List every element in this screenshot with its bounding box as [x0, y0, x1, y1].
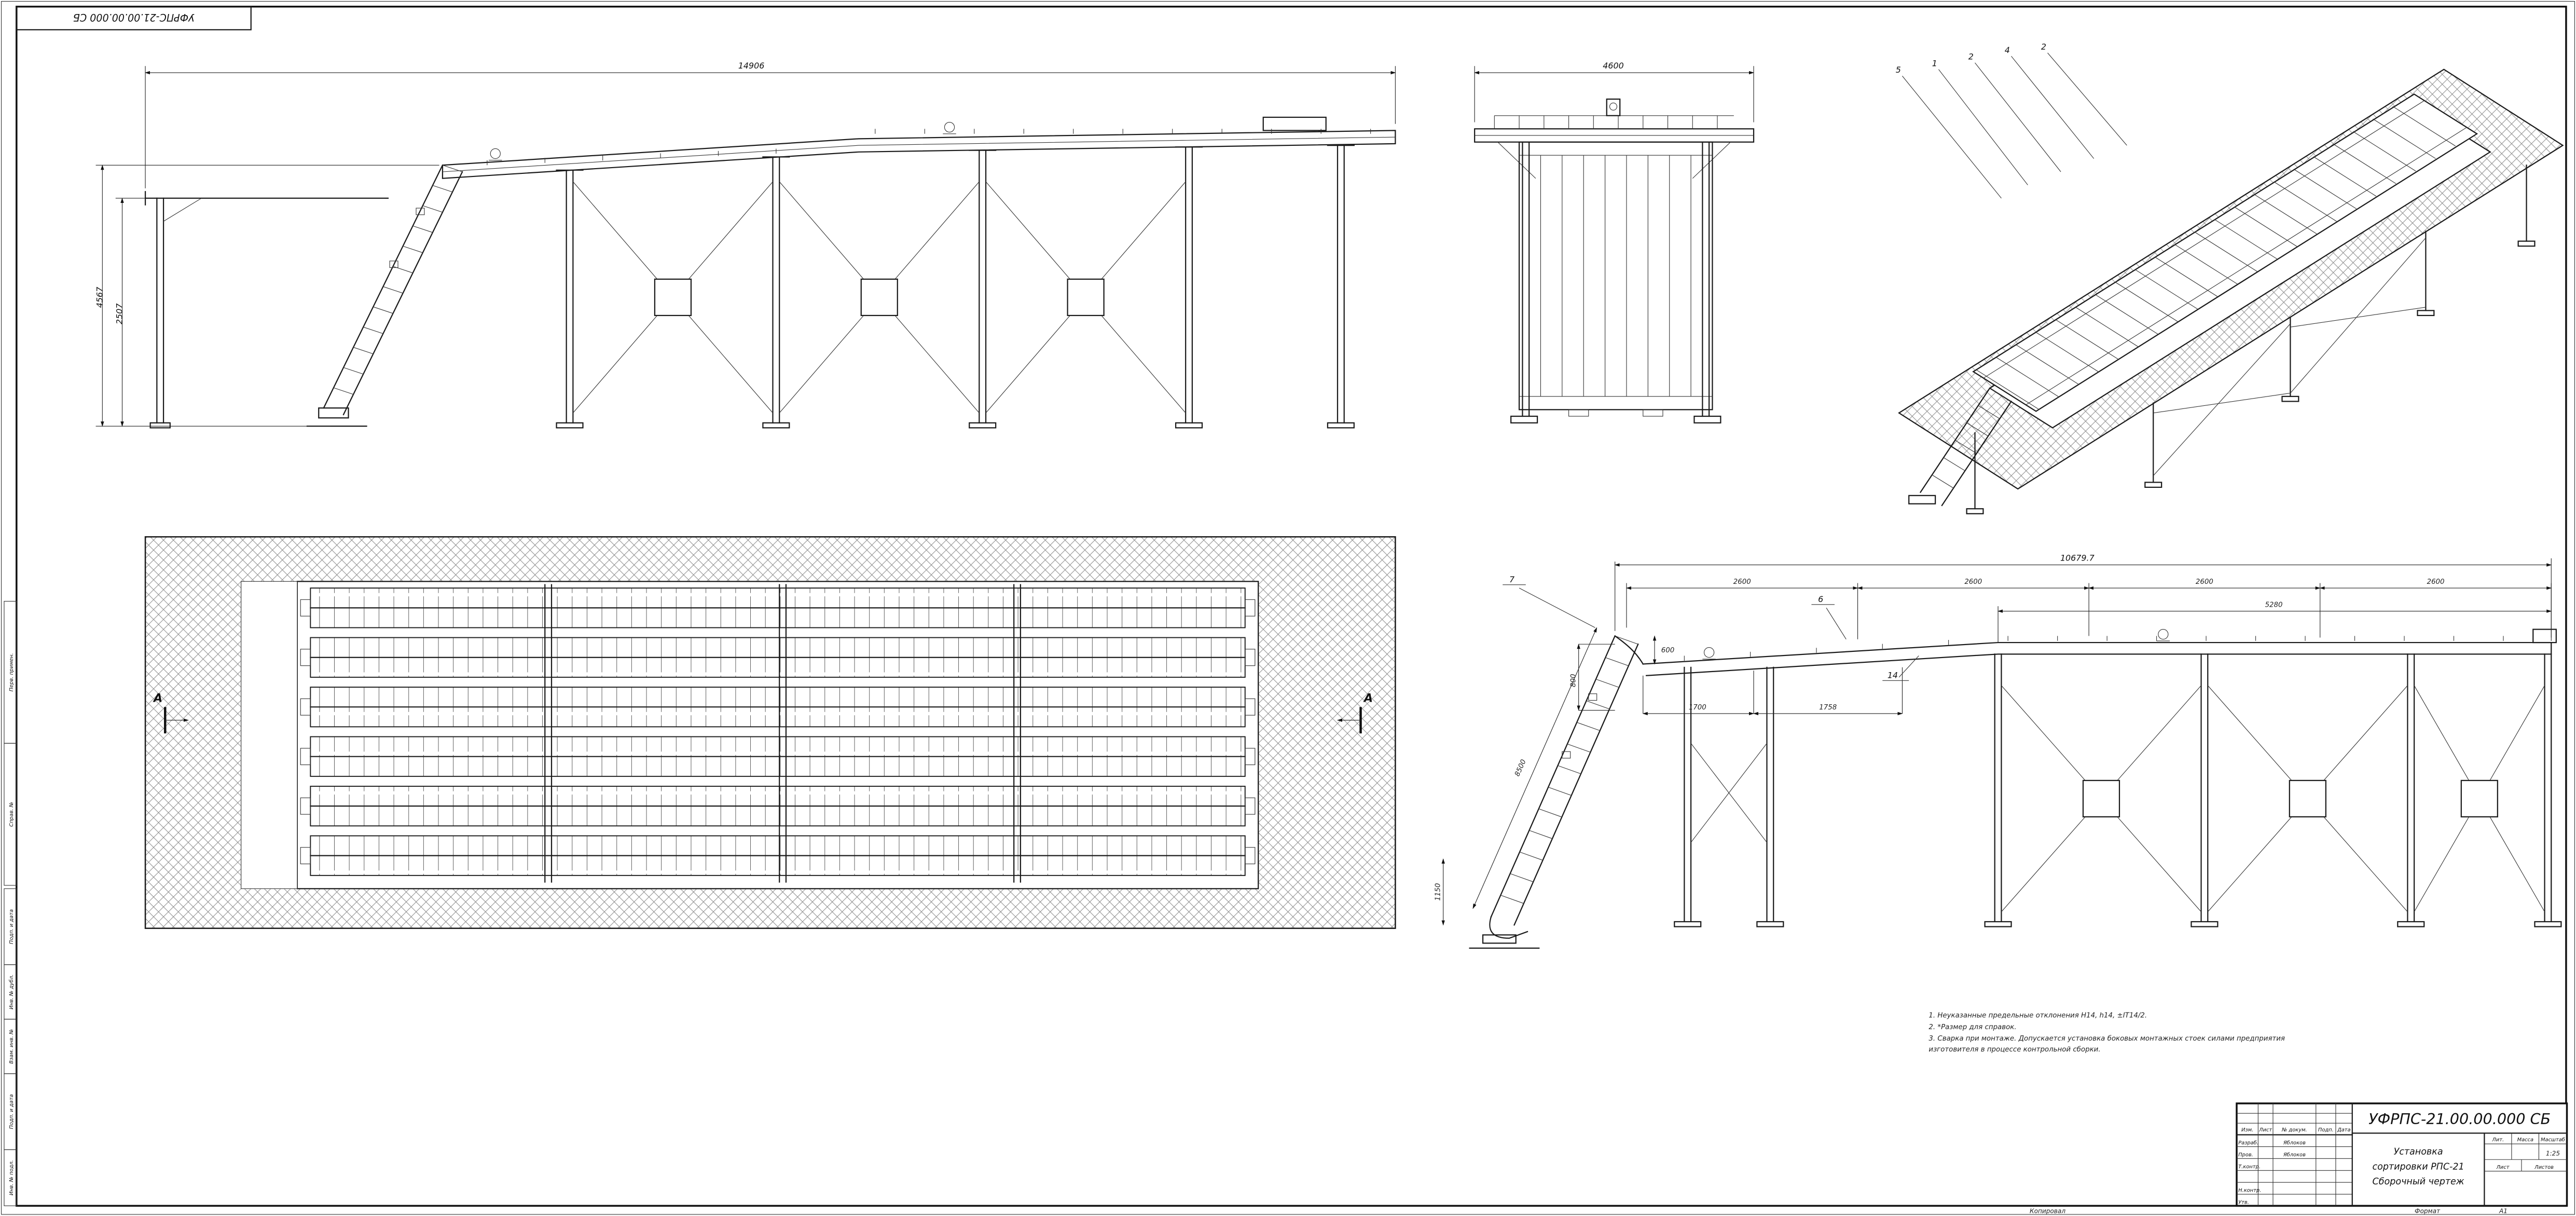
doc-number: УФРПС-21.00.00.000 СБ — [2368, 1110, 2551, 1128]
dim-side-total: 14906 — [738, 61, 765, 71]
dim-bay-2: 2600 — [1964, 578, 1982, 586]
listov-label: Листов — [2534, 1165, 2554, 1170]
view-end-elevation: 4600 — [1474, 61, 1755, 423]
name-line-1: Установка — [2394, 1147, 2443, 1157]
lifting-eye-icon — [489, 121, 956, 161]
hdr-podp: Подп. — [2318, 1127, 2334, 1133]
margin-label-sprav-no: Справ. № — [9, 802, 15, 827]
margin-label-vzam-inv: Взам. инв. № — [9, 1029, 15, 1064]
note-line-1: 1. Неуказанные предельные отклонения Н14… — [1928, 1012, 2147, 1020]
dim-side-height2: 2507 — [115, 303, 125, 324]
callout-6: 6 — [1818, 594, 1823, 604]
name-line-2: сортировки РПС-21 — [2372, 1162, 2464, 1172]
bottom-margin: Копировал Формат А1 — [2030, 1208, 2508, 1215]
view-isometric: 5 1 2 4 2 — [1896, 42, 2564, 514]
hdr-doc: № докум. — [2281, 1127, 2307, 1133]
section-letter-right: А — [1363, 692, 1373, 705]
note-line-2: 2. *Размер для справок. — [1928, 1023, 2016, 1031]
callout-pos-2b: 2 — [2041, 42, 2046, 51]
dim-h1758: 1758 — [1819, 704, 1837, 712]
view-plan: А А — [144, 536, 1396, 929]
dim-bay-4: 2600 — [2427, 578, 2444, 586]
section-mark-right: А — [1337, 692, 1373, 734]
scale-value: 1:25 — [2546, 1150, 2560, 1157]
row-razrab: Разраб. — [2238, 1140, 2258, 1146]
scale-label: Масштаб — [2541, 1137, 2565, 1143]
callout-7: 7 — [1509, 575, 1514, 584]
margin-label-inv-podl: Инв. № подл. — [9, 1160, 15, 1195]
row-tkontr: Т.контр. — [2238, 1164, 2261, 1170]
view-side-elevation: 14906 4567 2507 — [94, 61, 1396, 429]
format-value: А1 — [2499, 1208, 2508, 1215]
dim-h1700: 1700 — [1689, 704, 1706, 712]
format-label: Формат — [2415, 1208, 2441, 1215]
section-mark-left: А — [153, 692, 189, 734]
hdr-data: Дата — [2337, 1127, 2351, 1133]
dim-bay-3: 2600 — [2196, 578, 2213, 586]
callout-pos-5: 5 — [1896, 65, 1901, 75]
dim-low: 1150 — [1434, 883, 1442, 901]
corner-stamp-text: УФРПС-21.00.00.000 СБ — [73, 11, 195, 23]
dim-v600: 600 — [1661, 647, 1675, 654]
copied-label: Копировал — [2030, 1208, 2065, 1215]
name-line-3: Сборочный чертеж — [2373, 1177, 2464, 1187]
val-prov: Яблоков — [2283, 1152, 2306, 1158]
margin-label-podp-data-1: Подп. и дата — [9, 909, 15, 944]
corner-stamp: УФРПС-21.00.00.000 СБ — [16, 6, 252, 31]
technical-notes: 1. Неуказанные предельные отклонения Н14… — [1928, 1012, 2285, 1054]
list-label: Лист — [2496, 1165, 2510, 1170]
lit-label: Лит. — [2491, 1137, 2504, 1143]
margin-label-podp-data-2: Подп. и дата — [9, 1094, 15, 1129]
note-line-3b: изготовителя в процессе контрольной сбор… — [1928, 1045, 2100, 1054]
mass-label: Масса — [2517, 1137, 2533, 1143]
title-block: УФРПС-21.00.00.000 СБ Изм. Лист № докум.… — [2236, 1102, 2568, 1207]
callout-pos-2: 2 — [1968, 52, 1974, 62]
section-letter-left: А — [153, 692, 162, 705]
dim-right-span: 5280 — [2265, 602, 2283, 609]
left-margin-boxes: Перв. примен. Справ. № Подп. и дата Инв.… — [4, 600, 17, 1206]
margin-label-perv-primen: Перв. примен. — [9, 653, 15, 691]
callout-pos-1: 1 — [1932, 58, 1937, 68]
note-line-3a: 3. Сварка при монтаже. Допускается устан… — [1928, 1034, 2285, 1043]
callout-pos-4: 4 — [2005, 45, 2010, 55]
view-side-dimensioned: 10679.7 2600 2600 2600 2600 5280 600 800… — [1434, 553, 2562, 949]
row-prov: Пров. — [2238, 1152, 2253, 1158]
row-nkontr: Н.контр. — [2238, 1188, 2261, 1194]
hdr-list: Лист — [2258, 1127, 2272, 1133]
row-utv: Утв. — [2238, 1200, 2249, 1206]
dim-total-length: 10679.7 — [2060, 553, 2095, 563]
val-razrab: Яблоков — [2283, 1140, 2306, 1146]
callout-14: 14 — [1888, 670, 1898, 680]
margin-label-inv-dubl: Инв. № дубл. — [8, 974, 15, 1009]
dim-incline-length: 8500 — [1513, 758, 1528, 777]
dim-bay-1: 2600 — [1733, 578, 1751, 586]
dim-end-width: 4600 — [1603, 61, 1623, 71]
dim-side-height1: 4567 — [94, 287, 104, 308]
plan-conveyor-lanes — [300, 587, 1256, 876]
hdr-izm: Изм. — [2241, 1127, 2253, 1133]
